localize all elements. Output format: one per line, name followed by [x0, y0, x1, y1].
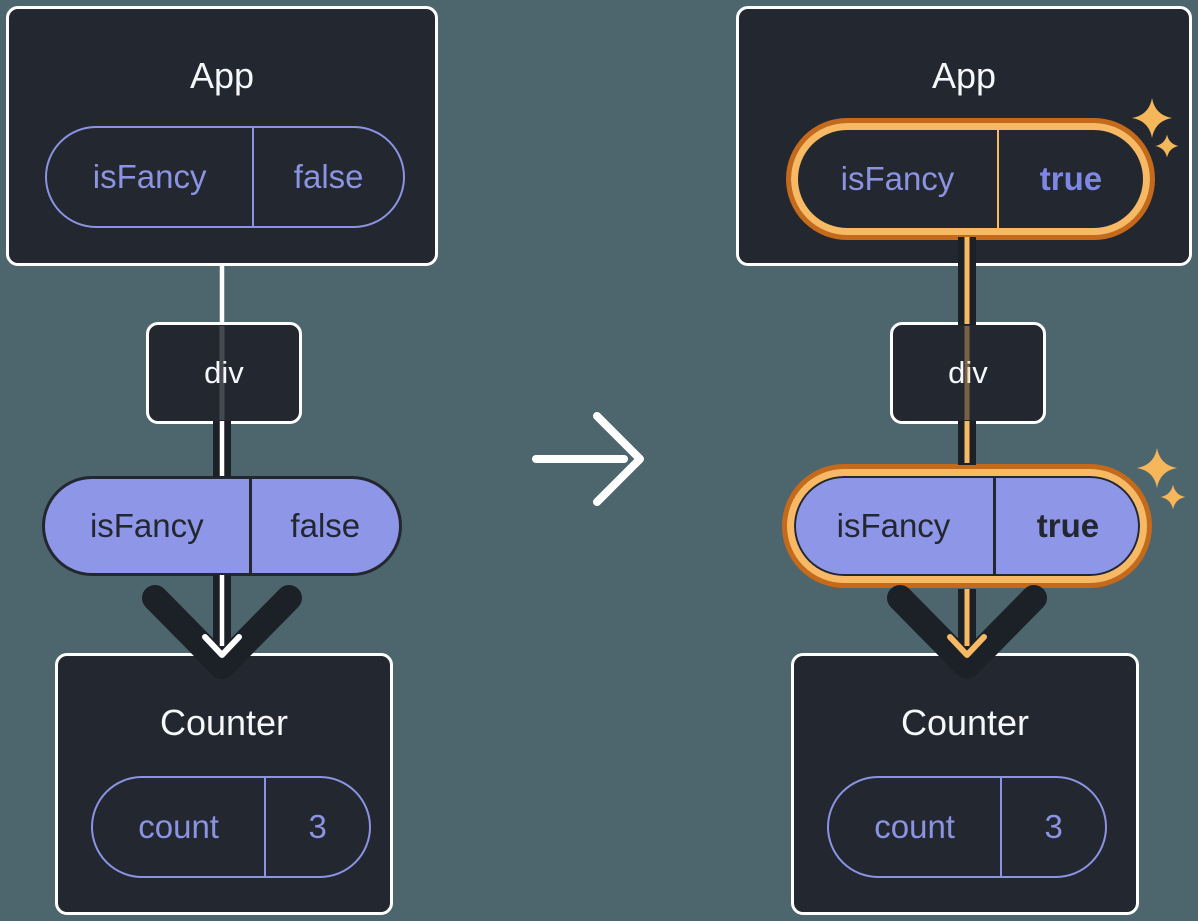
counter-card-after: Counter count 3 [791, 653, 1139, 915]
app-prop-pill-after-highlighted: isFancy true [786, 118, 1155, 240]
counter-state-pill-before: count 3 [91, 776, 371, 878]
sparkle-icon [1137, 448, 1177, 488]
app-card-before: App isFancy false [6, 6, 438, 266]
prop-name: isFancy [92, 158, 207, 195]
app-card-after: App isFancy true [736, 6, 1192, 266]
prop-name: isFancy [89, 507, 204, 544]
prop-value: true [996, 130, 1143, 228]
sparkle-icon [1160, 484, 1186, 510]
prop-value: false [252, 128, 403, 226]
state-value: 3 [1000, 778, 1105, 876]
prop-name: isFancy [836, 507, 951, 544]
state-name: count [874, 808, 955, 845]
div-label: div [204, 355, 244, 390]
passed-prop-pill-after-highlighted: isFancy true [782, 464, 1152, 588]
counter-title: Counter [900, 702, 1030, 743]
app-title: App [189, 55, 255, 96]
app-prop-pill-before: isFancy false [45, 126, 405, 228]
counter-card-before: Counter count 3 [55, 653, 393, 915]
state-name: count [138, 808, 219, 845]
state-value: 3 [264, 778, 369, 876]
div-label: div [948, 355, 988, 390]
div-card-before: div [146, 322, 302, 424]
prop-value: false [248, 479, 399, 573]
div-card-after: div [890, 322, 1046, 424]
app-title: App [931, 55, 997, 96]
counter-title: Counter [159, 702, 289, 743]
passed-prop-pill-before: isFancy false [42, 476, 402, 576]
transition-arrow-icon [532, 412, 644, 506]
prop-value: true [992, 476, 1140, 576]
counter-state-pill-after: count 3 [827, 776, 1107, 878]
prop-name: isFancy [840, 160, 955, 197]
